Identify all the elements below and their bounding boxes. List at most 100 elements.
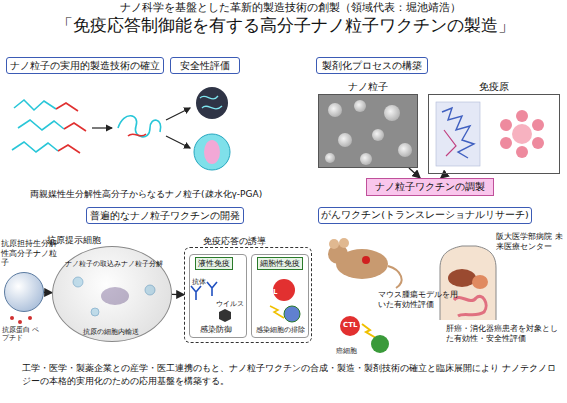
process-arrow — [166, 136, 190, 148]
process-arrow — [92, 127, 112, 128]
node-label: 製剤化プロセスの構築 — [322, 60, 422, 72]
node-label: 普遍的なナノ粒子ワクチンの開発 — [90, 210, 240, 222]
connector-arrow — [409, 168, 420, 178]
image-frame: 免疫原 — [428, 94, 560, 174]
section-header: がんワクチン(トランスレーショナルリサーチ) — [318, 207, 532, 224]
hydrophobic-chain — [64, 123, 86, 131]
node-label: 免疫原 — [429, 81, 559, 94]
particle-core — [204, 140, 220, 164]
node-heading: 抗原提示細胞 — [47, 234, 101, 247]
step-text: ナノ粒子分解 — [121, 259, 163, 269]
part-name: CTL — [263, 288, 277, 296]
intestine — [454, 296, 486, 316]
process-arrow — [166, 108, 190, 120]
protein-image — [436, 102, 480, 166]
section-header: 製剤化プロセスの構築 — [316, 57, 428, 74]
polymer-chain — [14, 100, 56, 110]
antigen-subunit — [500, 119, 512, 131]
part-name: ウイルス — [216, 299, 244, 309]
result-text: 感染細胞の排除 — [256, 325, 305, 335]
protein-structure — [442, 108, 474, 158]
subtitle-text: ナノ科学を基盤とした革新的製造技術の創製（領域代表：堀池靖浩） — [100, 1, 480, 15]
sem-particle — [338, 133, 352, 147]
sem-particle — [354, 100, 366, 112]
mouse-tail — [388, 266, 402, 288]
antigen-dot — [18, 320, 22, 324]
liver — [448, 269, 476, 287]
nanoparticle-circle: 抗原担持生分解性高分子ナノ粒子 — [4, 272, 44, 312]
node-label: 免疫応答の誘導 — [203, 235, 266, 248]
connector-arrow — [44, 292, 52, 293]
image-frame: ナノ粒子 — [318, 94, 418, 168]
note-text: 肝癌・消化器癌患者を対象とした有効性・安全性評価 — [446, 324, 564, 343]
stomach — [472, 275, 488, 289]
section-header: ナノ粒子の実用的製造技術の確立 — [6, 57, 164, 74]
part-name: 癌細胞 — [336, 346, 357, 356]
sem-image — [318, 94, 418, 168]
process-box: ナノ粒子ワクチンの調製 — [366, 178, 494, 196]
human-torso — [440, 246, 496, 320]
cell-ellipse: 抗原提示細胞ナノ粒子の取込みナノ粒子分解抗原の細胞内輸送 — [52, 246, 172, 342]
sem-particle — [398, 143, 412, 157]
nanoparticle-section — [194, 134, 230, 170]
node-label: ナノ粒子ワクチンの調製 — [375, 182, 485, 193]
polymer-chain — [12, 142, 58, 152]
sem-particle — [360, 153, 372, 165]
immunity-box: 液性免疫抗体ウイルス感染防御 — [189, 254, 247, 338]
node-label: ナノ粒子の実用的製造技術の確立 — [10, 60, 160, 72]
sem-particle — [328, 103, 342, 117]
particle-pattern — [200, 96, 222, 109]
hydrophobic-segment — [128, 134, 146, 136]
part-name: CTL — [343, 321, 357, 329]
antigen-dot — [10, 316, 14, 320]
nanoparticle — [196, 87, 228, 119]
step-text: 抗原の細胞内輸送 — [83, 327, 139, 337]
antibody — [191, 286, 201, 300]
mouse-ear — [339, 238, 349, 248]
antigen-dot — [28, 316, 32, 320]
antigen-subunit — [532, 119, 544, 131]
section-header: 普遍的なナノ粒子ワクチンの開発 — [86, 207, 244, 224]
antigen-cluster — [512, 124, 532, 144]
antigen-subunit — [500, 137, 512, 149]
antibody — [207, 282, 217, 296]
antigen-subunit — [516, 146, 528, 158]
node-label: 安全性評価 — [180, 60, 230, 72]
tumor — [362, 256, 370, 264]
caption-text: 工学・医学・製薬企業との産学・医工連携のもと、ナノ粒子ワクチンの合成・製造・製剤… — [22, 362, 562, 388]
polymer-coil — [118, 116, 161, 137]
hydrophobic-chain — [58, 145, 80, 153]
node-label: がんワクチン(トランスレーショナルリサーチ) — [321, 210, 528, 221]
node-heading: 液性免疫 — [195, 257, 233, 270]
note-text: マウス腫瘍モデルを用いた有効性評価 — [378, 290, 462, 309]
infected-cell — [284, 306, 300, 322]
antigen-subunit — [532, 137, 544, 149]
virus — [219, 309, 231, 322]
sem-particle — [325, 153, 335, 163]
step-text: ナノ粒子の取込み — [65, 259, 121, 269]
node-heading: 細胞性免疫 — [257, 257, 303, 270]
result-text: 感染防御 — [200, 325, 232, 335]
mouse-ear — [329, 239, 339, 249]
sem-particle — [384, 105, 400, 121]
polymer-chain — [18, 120, 64, 130]
attack-flash — [362, 324, 376, 338]
note-text: 両親媒性生分解性高分子からなるナノ粒子(疎水化γ-PGA) — [30, 188, 262, 201]
part-name: 抗体 — [192, 277, 206, 287]
node-label: ナノ粒子 — [319, 81, 417, 94]
immunity-box: 細胞性免疫 CTL 感染細胞の排除 — [251, 254, 309, 338]
part-name: 抗原蛋白 ペプチド — [2, 326, 46, 343]
attack-flash — [270, 306, 284, 318]
cancer-cell — [371, 335, 389, 353]
antigen-subunit — [516, 110, 528, 122]
ctl-cell — [340, 316, 360, 336]
sem-particle — [372, 129, 384, 141]
connector-arrow — [172, 294, 184, 295]
section-header: 安全性評価 — [170, 57, 240, 74]
hydrophobic-chain — [56, 103, 78, 111]
note-text: 阪大医学部病院 未来医療センター — [496, 232, 566, 251]
group-box: 免疫応答の誘導液性免疫抗体ウイルス感染防御細胞性免疫CTL感染細胞の排除 — [184, 247, 312, 343]
title-text: 「免疫応答制御能を有する高分子ナノ粒子ワクチンの製造」 — [40, 14, 530, 37]
protein-structure — [444, 130, 456, 156]
